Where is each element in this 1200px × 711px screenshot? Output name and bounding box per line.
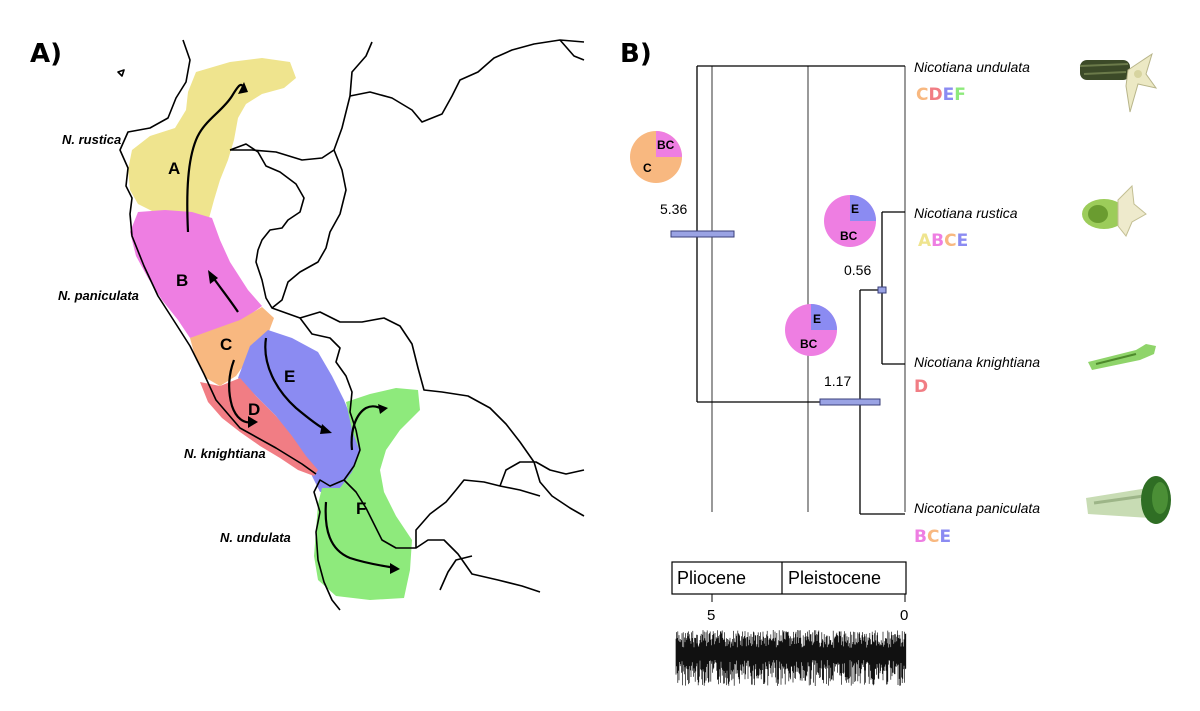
pie-slice xyxy=(811,304,837,330)
pie-label: BC xyxy=(657,138,675,152)
area-codes: D xyxy=(914,377,928,397)
taxon-name: Nicotiana rustica xyxy=(914,205,1018,221)
area-code: C xyxy=(916,85,928,105)
dispersal-arrow xyxy=(186,83,246,233)
taxon-name: Nicotiana undulata xyxy=(914,59,1030,75)
node-age-label: 1.17 xyxy=(824,373,851,389)
area-code: A xyxy=(918,231,932,251)
pie-label: E xyxy=(813,312,821,326)
area-code: C xyxy=(927,527,939,547)
ancestral-range-pie: E BC xyxy=(824,195,876,247)
pie-label: BC xyxy=(840,229,858,243)
pie-label: BC xyxy=(800,337,818,351)
map: A B C D E F N. rustica N. paniculata N. … xyxy=(58,39,585,611)
region-label: D xyxy=(248,400,260,419)
pie-slice xyxy=(850,195,876,221)
epoch-box xyxy=(671,561,907,595)
area-code: D xyxy=(914,377,928,397)
dispersal-arrow xyxy=(324,501,397,570)
area-codes: CDEF xyxy=(916,85,966,105)
map-species-label: N. knightiana xyxy=(184,446,266,461)
hpd-bar xyxy=(877,286,887,294)
region-b-area xyxy=(130,210,262,338)
area-code: C xyxy=(944,231,956,251)
pie-label: E xyxy=(851,202,859,216)
region-label: C xyxy=(220,335,232,354)
node-age-label: 5.36 xyxy=(660,201,687,217)
dispersal-arrow xyxy=(228,359,253,424)
hpd-bar xyxy=(819,398,881,406)
taxon-name: Nicotiana knightiana xyxy=(914,354,1040,370)
axis-tick-label: 5 xyxy=(707,607,715,624)
dispersal-arrow xyxy=(264,337,327,431)
pie-slice xyxy=(656,131,682,157)
region-label: F xyxy=(356,499,366,518)
axis-tick-label: 0 xyxy=(900,607,908,624)
region-label: B xyxy=(176,271,188,290)
arrow-head xyxy=(378,404,388,414)
arrow-head xyxy=(208,270,218,284)
epoch-label: Pliocene xyxy=(677,568,746,588)
panel-a-label: A) xyxy=(30,39,62,69)
arrow-head xyxy=(238,82,248,94)
panel-b-label: B) xyxy=(620,39,652,69)
ancestral-range-pie: E BC xyxy=(785,304,837,356)
area-code: B xyxy=(914,527,927,547)
area-code: D xyxy=(928,85,942,105)
flower-icon xyxy=(1079,52,1158,113)
epoch-label: Pleistocene xyxy=(788,568,881,588)
node-age-label: 0.56 xyxy=(844,262,871,278)
flower-icon xyxy=(1086,476,1171,524)
region-d-area xyxy=(200,378,318,476)
flower-icon xyxy=(1088,344,1156,370)
hpd-bar xyxy=(670,230,735,238)
ancestral-range-pie: BC C xyxy=(630,131,682,183)
taxon-name: Nicotiana paniculata xyxy=(914,500,1040,516)
arrow-head xyxy=(248,416,258,428)
country-borders xyxy=(117,39,585,611)
phylogeny: 5.36 0.56 1.17 BC C E BC E BC Nicotiana … xyxy=(630,52,1171,547)
mcmc-trace xyxy=(675,630,907,686)
area-code: E xyxy=(939,527,951,547)
region-c-area xyxy=(190,307,274,386)
time-scale: Pliocene Pleistocene 5 0 xyxy=(671,561,908,686)
area-code: B xyxy=(931,231,944,251)
map-species-label: N. rustica xyxy=(62,132,121,147)
region-a-area xyxy=(128,58,296,222)
pie-label: C xyxy=(643,161,652,175)
area-codes: ABCE xyxy=(918,231,968,251)
map-species-label: N. undulata xyxy=(220,530,291,545)
arrow-heads xyxy=(208,82,400,574)
tree-branches xyxy=(696,65,905,515)
arrow-head xyxy=(390,563,400,574)
area-codes: BCE xyxy=(914,527,951,547)
arrow-head xyxy=(320,424,332,434)
region-label: E xyxy=(284,367,295,386)
area-code: F xyxy=(954,85,966,105)
flower-icon xyxy=(1082,184,1147,237)
map-species-label: N. paniculata xyxy=(58,288,139,303)
area-code: E xyxy=(943,85,955,105)
area-code: E xyxy=(957,231,969,251)
region-label: A xyxy=(168,159,180,178)
